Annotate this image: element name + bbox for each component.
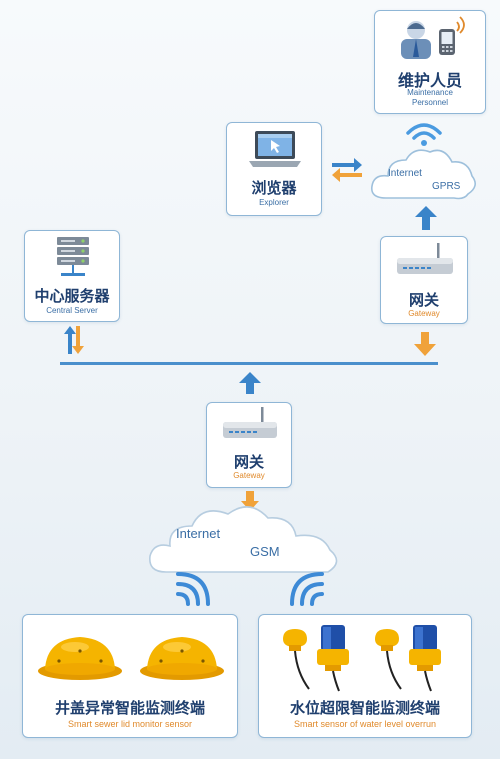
sewer-sensor-device-icon-1 (38, 637, 122, 680)
mid-gateway-down-arrow (241, 491, 259, 511)
sewer-sensor-subtitle: Smart sewer lid monitor sensor (67, 719, 193, 729)
cloud-top-gprs-label: GPRS (432, 181, 461, 192)
water-sensor-subtitle: Smart sensor of water level overrun (293, 719, 437, 729)
maintenance-personnel-card: 维护人员 Maintenance Personnel (374, 10, 486, 114)
gateway-top-title: 网关 (408, 291, 439, 309)
browser-card: 浏览器 Explorer (226, 122, 322, 216)
gateway-mid-title: 网关 (233, 453, 264, 471)
sewer-sensor-card: 井盖异常智能监测终端 Smart sewer lid monitor senso… (22, 614, 238, 738)
sewer-sensor-title: 井盖异常智能监测终端 (54, 699, 205, 717)
wifi-signal-icon-right (290, 572, 324, 606)
cloud-top-icon (370, 149, 476, 200)
gateway-down-arrow (414, 332, 436, 356)
water-sensor-device-icon-2 (375, 625, 441, 692)
wifi-signal-icon-top (406, 123, 442, 146)
network-bus-line (60, 362, 438, 365)
wifi-signal-icon-left (176, 572, 210, 606)
gateway-top-subtitle: Gateway (408, 309, 440, 318)
cloud-bottom-icon (149, 506, 338, 573)
mid-gateway-up-arrow (239, 372, 261, 394)
server-title: 中心服务器 (34, 287, 110, 305)
server-bus-arrows (64, 326, 84, 354)
water-sensor-card: 水位超限智能监测终端 Smart sensor of water level o… (258, 614, 472, 738)
cloud-top-internet-label: Internet (388, 168, 422, 179)
server-icon (57, 237, 89, 276)
router-icon-top (397, 243, 453, 274)
browser-cloud-arrows (332, 158, 362, 182)
browser-title: 浏览器 (251, 179, 297, 197)
water-sensor-device-icon-1 (283, 625, 349, 692)
maintenance-subtitle: Maintenance Personnel (407, 88, 453, 107)
gateway-to-cloud-arrow (415, 206, 437, 230)
browser-subtitle: Explorer (259, 198, 289, 207)
cloud-bottom-internet-label: Internet (176, 526, 221, 541)
gateway-top-card: 网关 Gateway (380, 236, 468, 324)
water-sensor-title: 水位超限智能监测终端 (289, 699, 440, 717)
cloud-bottom-gsm-label: GSM (250, 544, 280, 559)
gateway-mid-card: 网关 Gateway (206, 402, 292, 488)
laptop-icon (249, 131, 301, 167)
router-icon-mid (223, 407, 277, 438)
central-server-card: 中心服务器 Central Server (24, 230, 120, 322)
maintenance-person-icon (401, 16, 465, 59)
sewer-sensor-device-icon-2 (140, 637, 224, 680)
maintenance-title: 维护人员 (397, 71, 462, 90)
server-subtitle: Central Server (46, 306, 98, 315)
gateway-mid-subtitle: Gateway (233, 471, 265, 480)
